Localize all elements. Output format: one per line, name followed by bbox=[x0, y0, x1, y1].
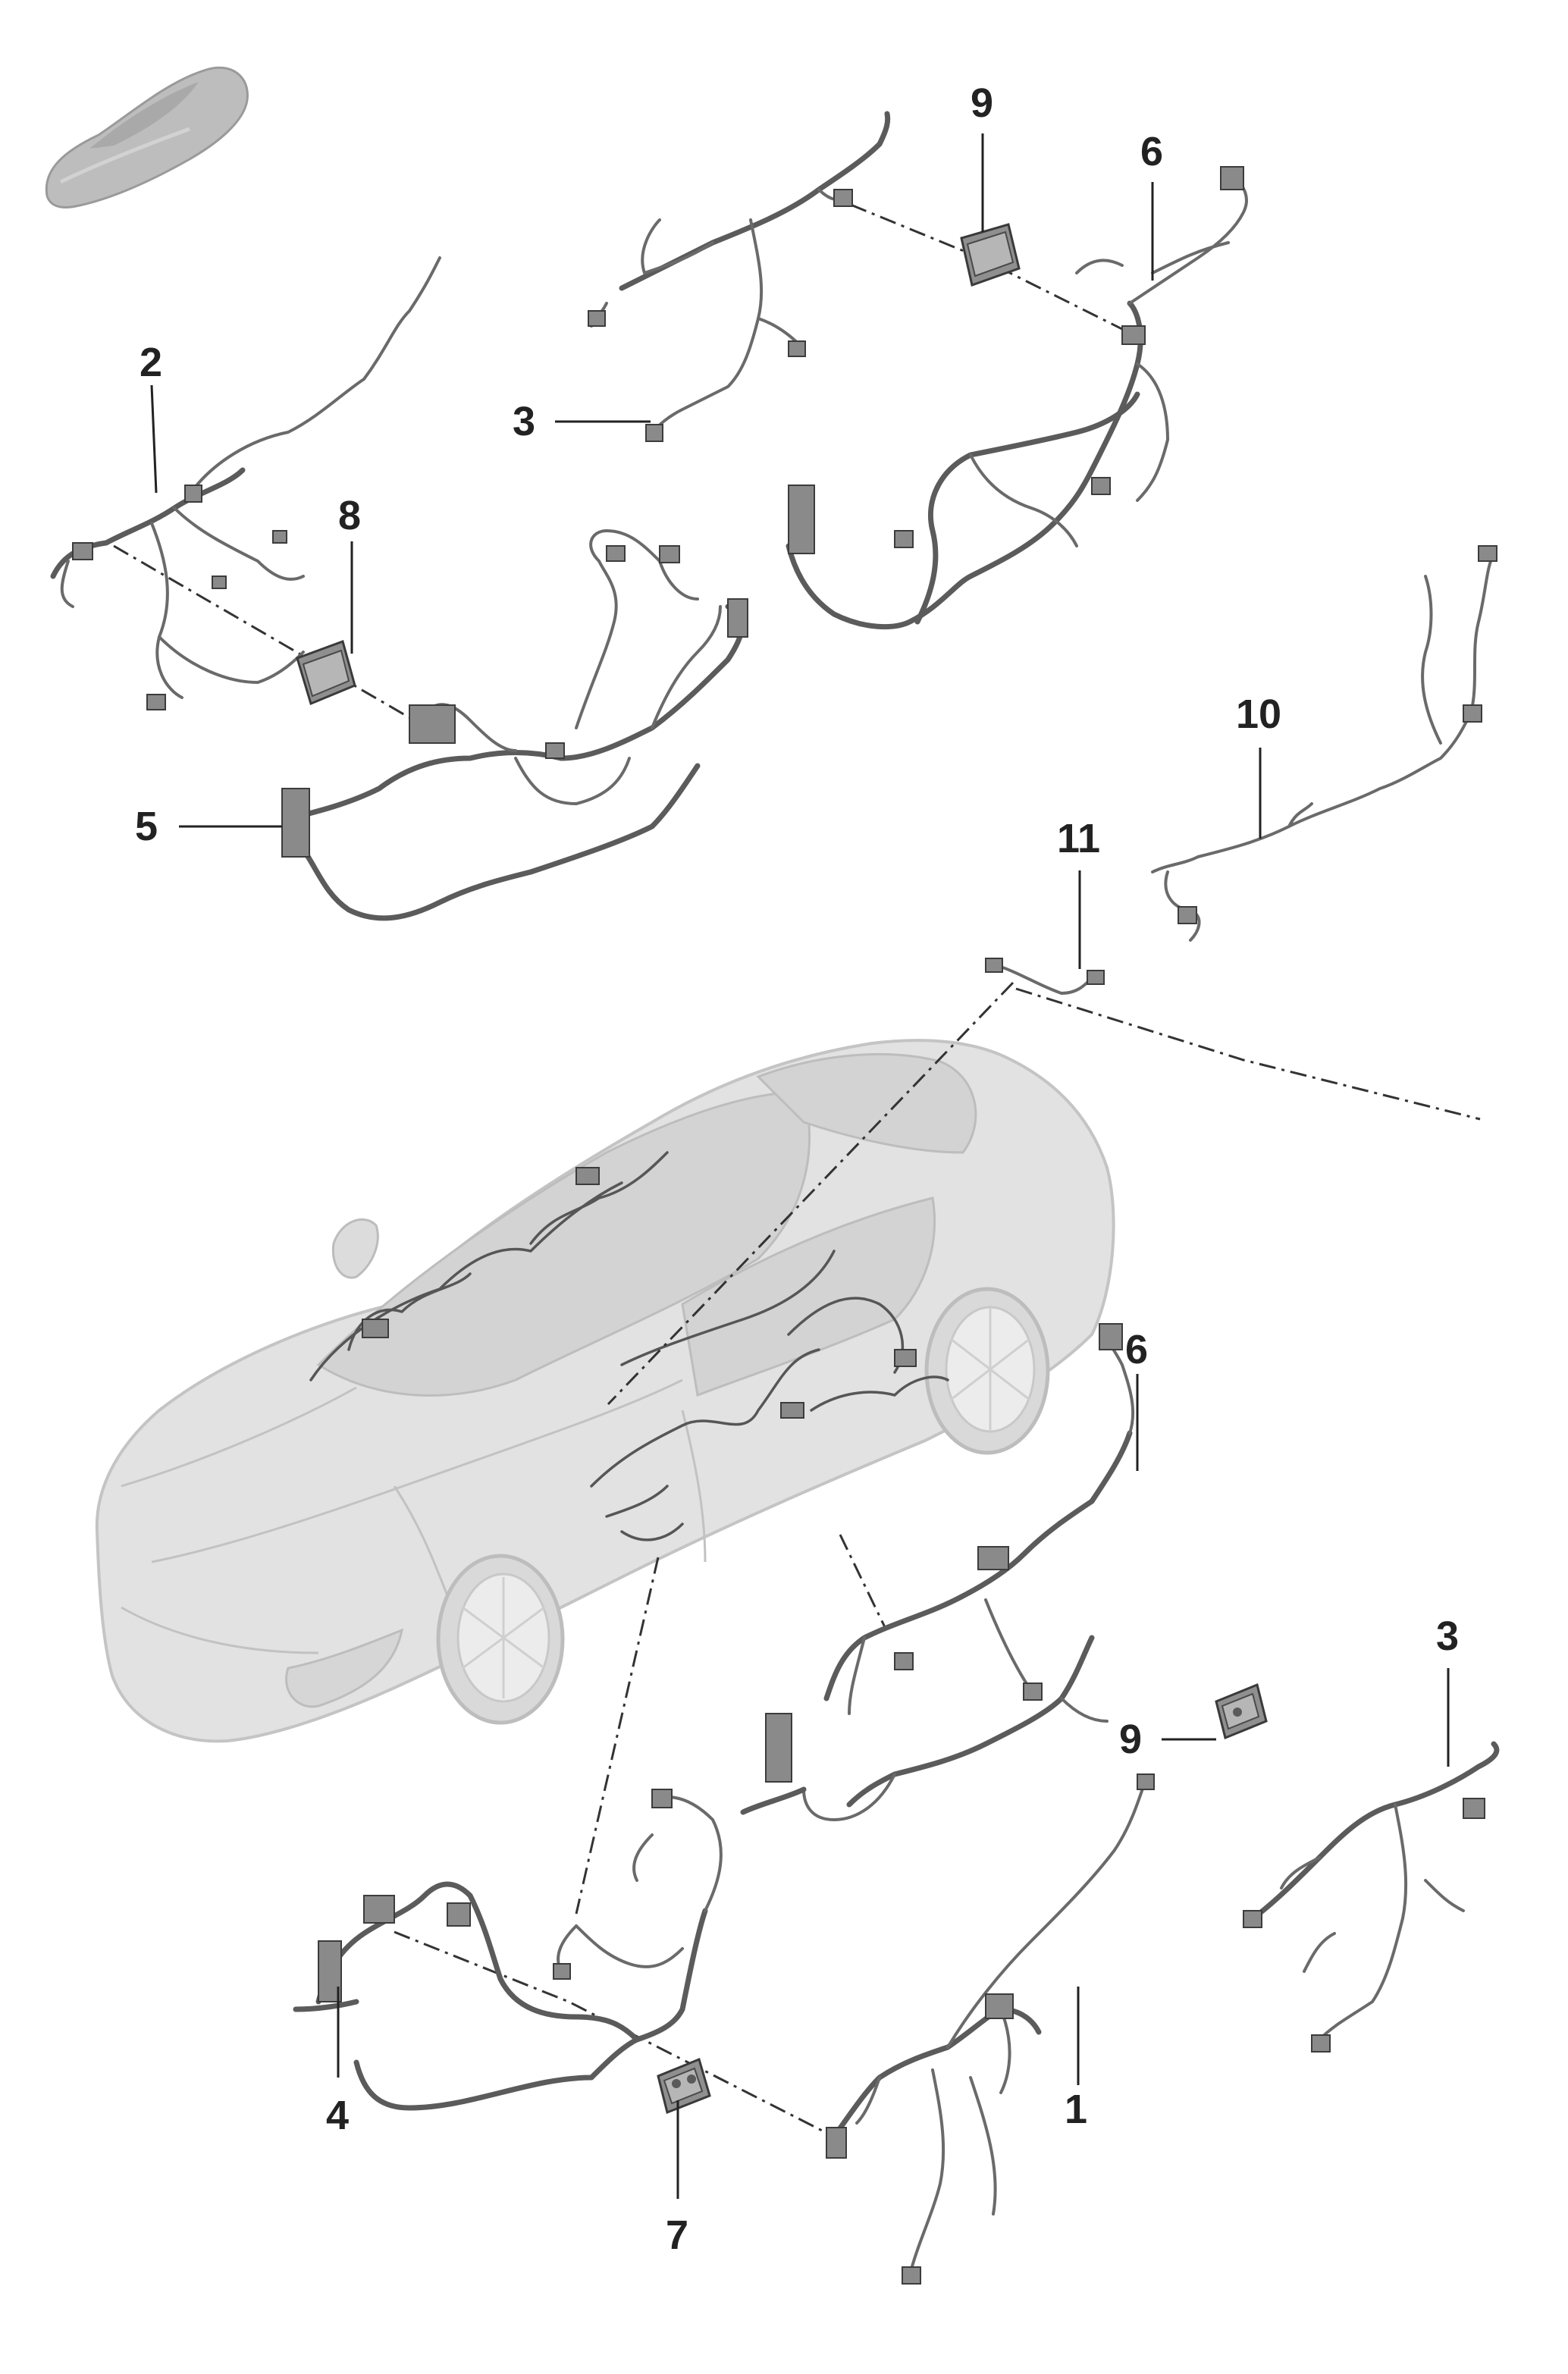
harness-2 bbox=[50, 256, 441, 710]
control-module-9-upper bbox=[960, 223, 1021, 287]
callout-10: 10 bbox=[1236, 692, 1281, 737]
callout-11: 11 bbox=[1057, 816, 1100, 861]
harness-6-upper bbox=[786, 166, 1248, 629]
harness-6-lower bbox=[740, 1323, 1135, 1821]
control-module-7 bbox=[657, 2057, 711, 2115]
callout-9-upper: 9 bbox=[971, 80, 993, 126]
leader-lines bbox=[150, 133, 1450, 2199]
callout-7: 7 bbox=[666, 2212, 688, 2258]
harness-11 bbox=[985, 958, 1105, 995]
callout-labels: 2 8 5 3 9 6 10 11 6 9 3 1 4 7 bbox=[135, 80, 1459, 2258]
callout-6-lower: 6 bbox=[1125, 1327, 1148, 1372]
callout-1: 1 bbox=[1065, 2087, 1087, 2132]
harness-3-upper bbox=[588, 111, 891, 442]
callout-3-lower: 3 bbox=[1436, 1614, 1459, 1659]
vehicle-body bbox=[95, 1039, 1115, 1743]
callout-3-upper: 3 bbox=[513, 399, 535, 444]
callout-5: 5 bbox=[135, 804, 158, 849]
harness-1 bbox=[826, 1773, 1155, 2285]
control-module-8 bbox=[296, 640, 356, 706]
callout-2: 2 bbox=[140, 340, 162, 385]
harness-5 bbox=[281, 529, 748, 921]
callout-8: 8 bbox=[338, 493, 361, 538]
harness-3-lower bbox=[1243, 1741, 1500, 2053]
callout-9-lower: 9 bbox=[1119, 1717, 1142, 1762]
car-thumbnail-icon bbox=[45, 66, 249, 209]
harness-10 bbox=[1151, 545, 1497, 942]
harness-4 bbox=[293, 1789, 723, 2111]
callout-4: 4 bbox=[326, 2093, 349, 2138]
control-module-9-lower bbox=[1215, 1682, 1268, 1740]
callout-6-upper: 6 bbox=[1140, 129, 1163, 174]
